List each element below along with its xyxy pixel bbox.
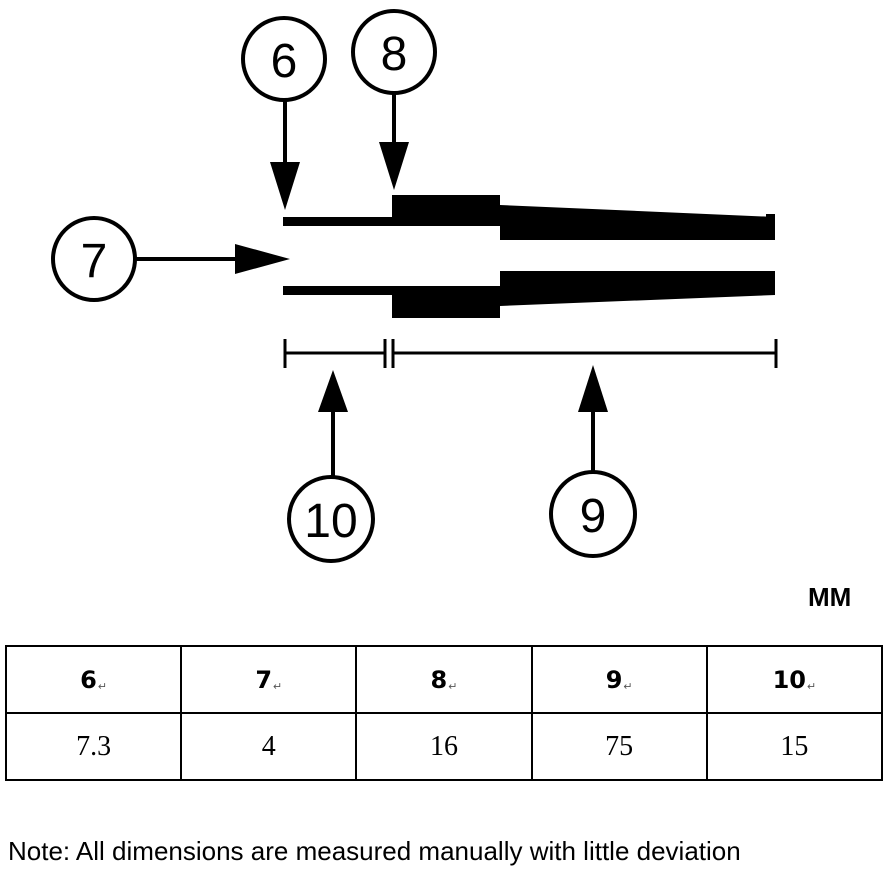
callout-8-label: 8 xyxy=(381,28,408,81)
header-label: 6 xyxy=(80,665,97,694)
value-label: 16 xyxy=(429,730,458,762)
measurement-note: Note: All dimensions are measured manual… xyxy=(8,836,741,866)
callout-10: 10 xyxy=(287,475,375,563)
value-cell-7: 4 xyxy=(180,712,358,781)
dimension-line-9 xyxy=(391,339,778,368)
callout-6: 6 xyxy=(241,16,327,102)
arrow-7 xyxy=(135,244,290,274)
header-cell-6: 6↵ xyxy=(4,645,183,714)
value-cell-6: 7.3 xyxy=(4,712,183,781)
header-label: 8 xyxy=(430,665,448,694)
arrow-10 xyxy=(318,370,348,480)
value-cell-10: 15 xyxy=(705,712,884,781)
value-label: 4 xyxy=(261,730,276,762)
callout-9: 9 xyxy=(549,470,637,558)
arrow-8 xyxy=(379,92,409,190)
callout-8: 8 xyxy=(351,9,437,95)
return-mark-icon: ↵ xyxy=(97,680,108,693)
table-value-row: 7.3 4 16 75 15 xyxy=(4,712,884,781)
value-label: 15 xyxy=(780,730,809,762)
table-header-row: 6↵ 7↵ 8↵ 9↵ 10↵ xyxy=(4,645,884,714)
nozzle-diagram: 6 8 7 10 9 xyxy=(51,9,778,563)
header-cell-7: 7↵ xyxy=(180,645,358,714)
value-cell-9: 75 xyxy=(530,712,708,781)
header-cell-9: 9↵ xyxy=(530,645,708,714)
callout-7: 7 xyxy=(51,216,137,302)
value-label: 75 xyxy=(605,730,634,762)
return-mark-icon: ↵ xyxy=(273,680,283,693)
return-mark-icon: ↵ xyxy=(448,680,458,693)
header-label: 10 xyxy=(772,665,806,694)
dimensions-table: 6↵ 7↵ 8↵ 9↵ 10↵ 7.3 4 16 75 15 xyxy=(4,645,884,781)
header-label: 7 xyxy=(255,665,273,694)
arrow-6 xyxy=(270,100,300,210)
return-mark-icon: ↵ xyxy=(623,680,633,693)
value-label: 7.3 xyxy=(76,730,112,762)
arrow-9 xyxy=(578,365,608,475)
header-cell-10: 10↵ xyxy=(705,645,884,714)
dimension-line-10 xyxy=(283,339,387,368)
value-cell-8: 16 xyxy=(355,712,533,781)
callout-7-label: 7 xyxy=(81,235,108,288)
header-label: 9 xyxy=(605,665,623,694)
callout-10-label: 10 xyxy=(304,495,357,548)
nozzle-upper-profile xyxy=(283,195,775,240)
callout-6-label: 6 xyxy=(271,35,298,88)
unit-label: MM xyxy=(808,582,852,612)
callout-9-label: 9 xyxy=(580,490,607,543)
return-mark-icon: ↵ xyxy=(806,680,817,693)
nozzle-lower-profile xyxy=(283,271,775,318)
header-cell-8: 8↵ xyxy=(355,645,533,714)
